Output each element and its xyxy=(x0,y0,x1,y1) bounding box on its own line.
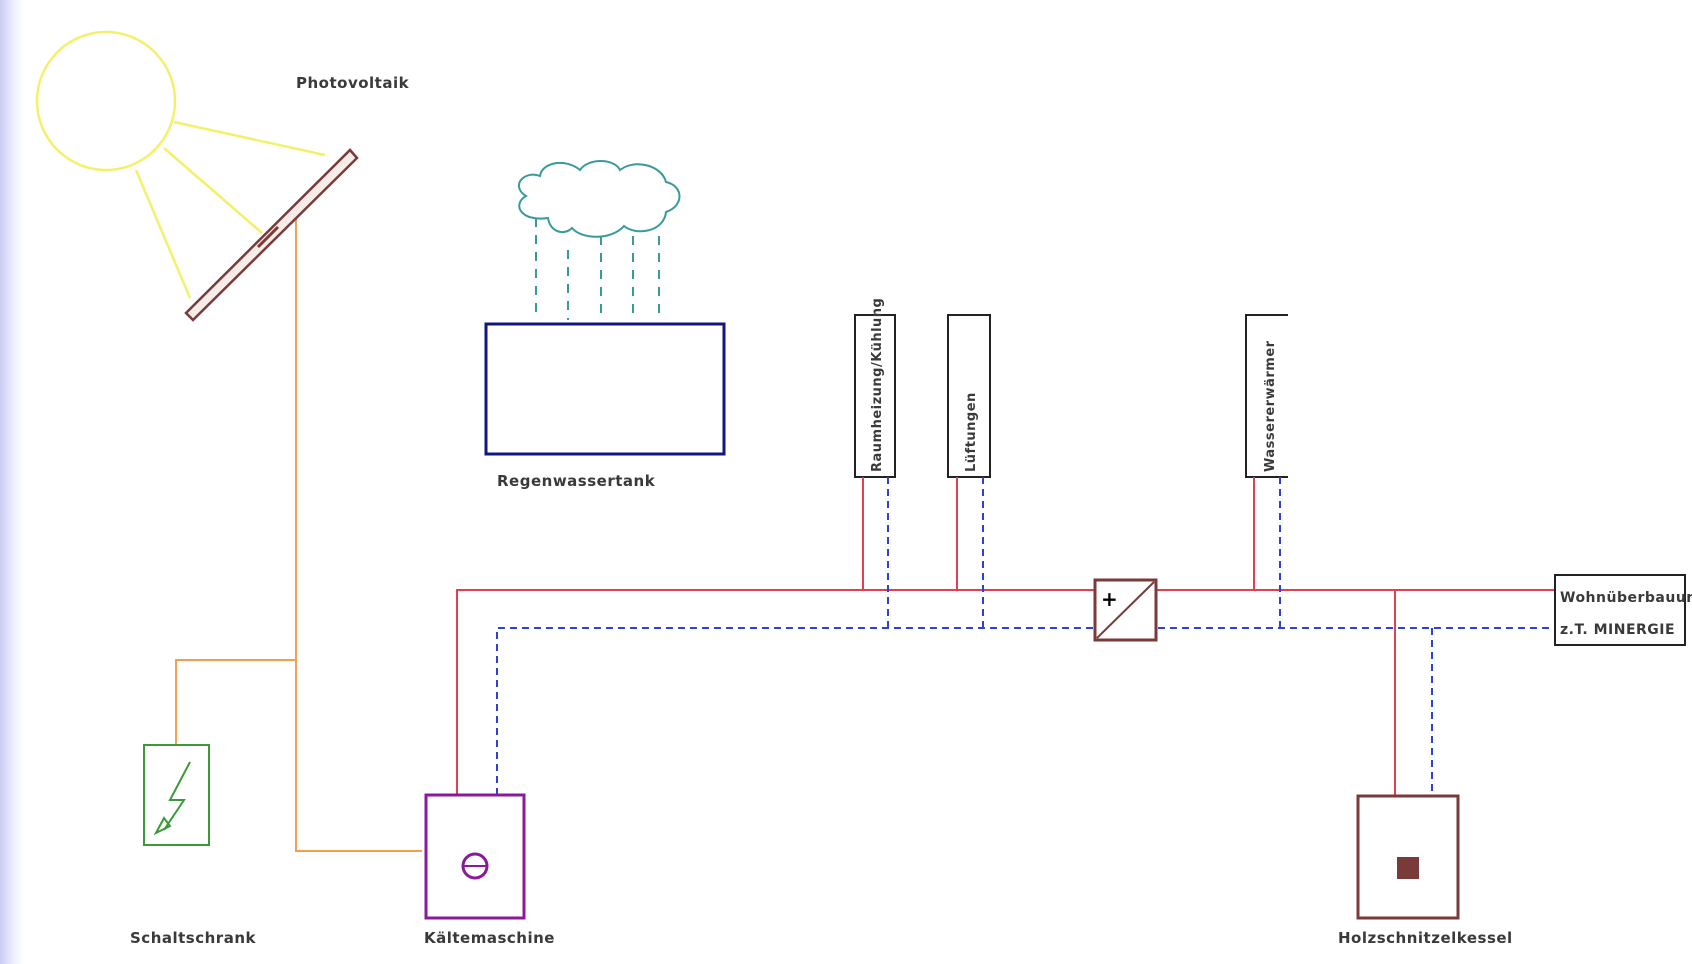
kaeltemaschine-label: Kältemaschine xyxy=(424,929,555,947)
electric-wiring xyxy=(175,215,422,852)
rain-icon xyxy=(535,218,660,320)
wassererwaermer-label: Wassererwärmer xyxy=(1263,340,1278,472)
sun-icon xyxy=(35,30,326,299)
kaeltemaschine-icon xyxy=(424,793,526,920)
lueftungen-box xyxy=(947,314,991,478)
pv-down-line xyxy=(295,215,422,852)
photovoltaik-label: Photovoltaik xyxy=(296,74,410,92)
holzschnitzelkessel-label: Holzschnitzelkessel xyxy=(1338,929,1513,947)
schaltschrank-icon xyxy=(143,744,210,846)
raumheizung-box xyxy=(854,314,896,478)
regenwassertank-box xyxy=(484,322,726,456)
supply-lines xyxy=(456,477,1555,796)
regenwassertank-label: Regenwassertank xyxy=(497,472,656,490)
wassererwaermer-box xyxy=(1245,314,1288,478)
solar-panel-icon xyxy=(184,148,359,322)
schaltschrank-feed-line xyxy=(175,659,296,745)
wohnueberbauung-label-line2: z.T. MINERGIE xyxy=(1560,622,1675,638)
raumheizung-label: Raumheizung/Kühlung xyxy=(870,298,885,472)
wohnueberbauung-box xyxy=(1554,574,1686,646)
schaltschrank-label: Schaltschrank xyxy=(130,929,257,947)
svg-text:+: + xyxy=(1101,587,1118,611)
heat-exchanger-icon: + xyxy=(1093,578,1158,642)
lueftungen-label: Lüftungen xyxy=(964,392,979,472)
cloud-icon xyxy=(518,160,681,238)
holzschnitzelkessel-icon xyxy=(1356,794,1460,920)
wohnueberbauung-label-line1: Wohnüberbauung xyxy=(1560,590,1692,606)
return-lines xyxy=(496,477,1555,796)
